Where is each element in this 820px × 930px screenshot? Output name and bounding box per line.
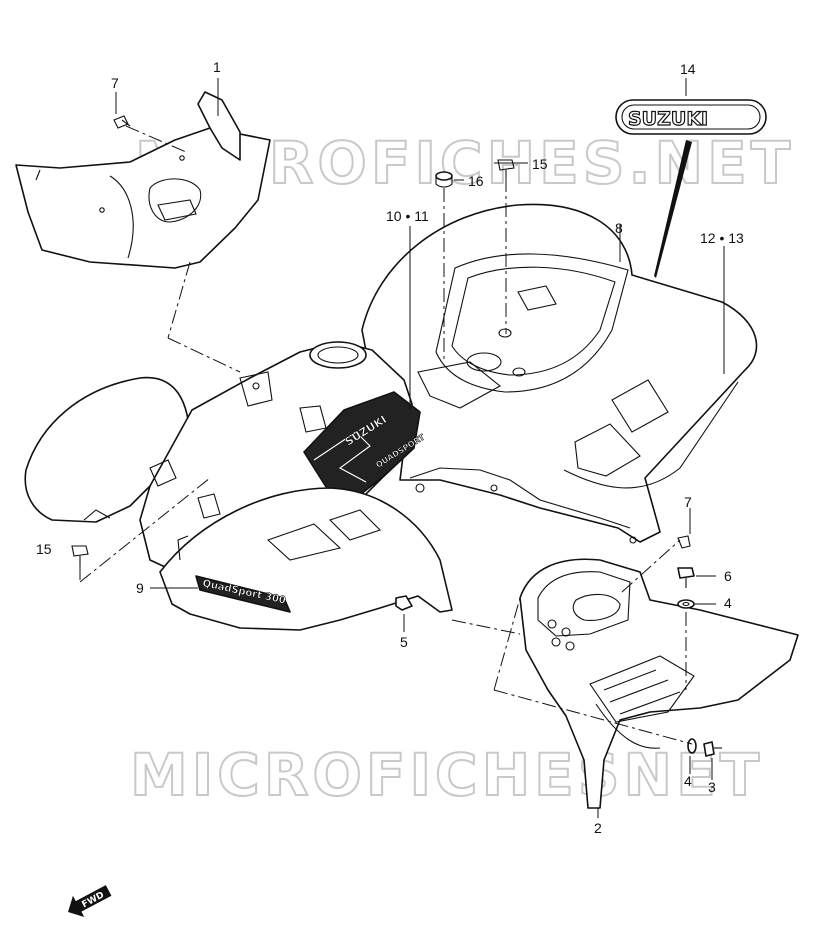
part-label-2[interactable]: 2 [594, 820, 602, 836]
part-suzuki-emblem[interactable]: SUZUKI [615, 99, 767, 135]
part-label-7a[interactable]: 7 [111, 75, 119, 91]
part-label-4a[interactable]: 4 [724, 595, 732, 611]
part-rear-flap[interactable]: QuadSport 300 [159, 487, 453, 631]
part-label-1[interactable]: 1 [213, 59, 221, 75]
part-label-3[interactable]: 3 [708, 779, 716, 795]
part-front-fender[interactable]: SUZUKI QUADSPORT [24, 341, 427, 573]
part-label-7b[interactable]: 7 [684, 494, 692, 510]
fastener-3-bolt[interactable] [703, 741, 722, 757]
fastener-7-top[interactable] [113, 115, 131, 129]
fastener-16-grommet[interactable] [435, 171, 453, 188]
part-label-5[interactable]: 5 [400, 634, 408, 650]
emblem-pointer [654, 140, 692, 278]
watermark-bottom: MICROFICHESNET [130, 741, 763, 809]
part-label-14[interactable]: 14 [680, 61, 696, 77]
fastener-4-washer-top[interactable] [677, 599, 695, 609]
suzuki-emblem-text: SUZUKI [628, 108, 708, 130]
part-labels: 1 2 3 4 4 5 6 7 7 8 9 10 • 11 12 • 13 14… [36, 59, 744, 836]
leader-lines [115, 78, 725, 818]
part-label-15a[interactable]: 15 [532, 156, 548, 172]
fastener-4-washer-bottom[interactable] [687, 738, 697, 754]
part-label-16[interactable]: 16 [468, 173, 484, 189]
dash-dot-lines [79, 125, 693, 745]
part-label-12-13[interactable]: 12 • 13 [700, 230, 744, 246]
part-label-15b[interactable]: 15 [36, 541, 52, 557]
fastener-15-left[interactable] [71, 545, 89, 566]
part-label-6[interactable]: 6 [724, 568, 732, 584]
part-label-8[interactable]: 8 [615, 220, 623, 236]
part-footrest[interactable] [519, 558, 799, 809]
part-label-10-11[interactable]: 10 • 11 [386, 208, 429, 224]
fastener-15-top[interactable] [497, 159, 515, 178]
fastener-5-nut[interactable] [395, 595, 413, 611]
part-label-4b[interactable]: 4 [684, 773, 692, 789]
part-front-left-cover[interactable] [15, 91, 271, 269]
fastener-6-bolt[interactable] [677, 567, 695, 588]
part-rear-fender[interactable] [361, 203, 758, 544]
fastener-7-right[interactable] [677, 535, 691, 549]
part-label-9[interactable]: 9 [136, 580, 144, 596]
fwd-arrow-icon: FWD [68, 885, 112, 917]
